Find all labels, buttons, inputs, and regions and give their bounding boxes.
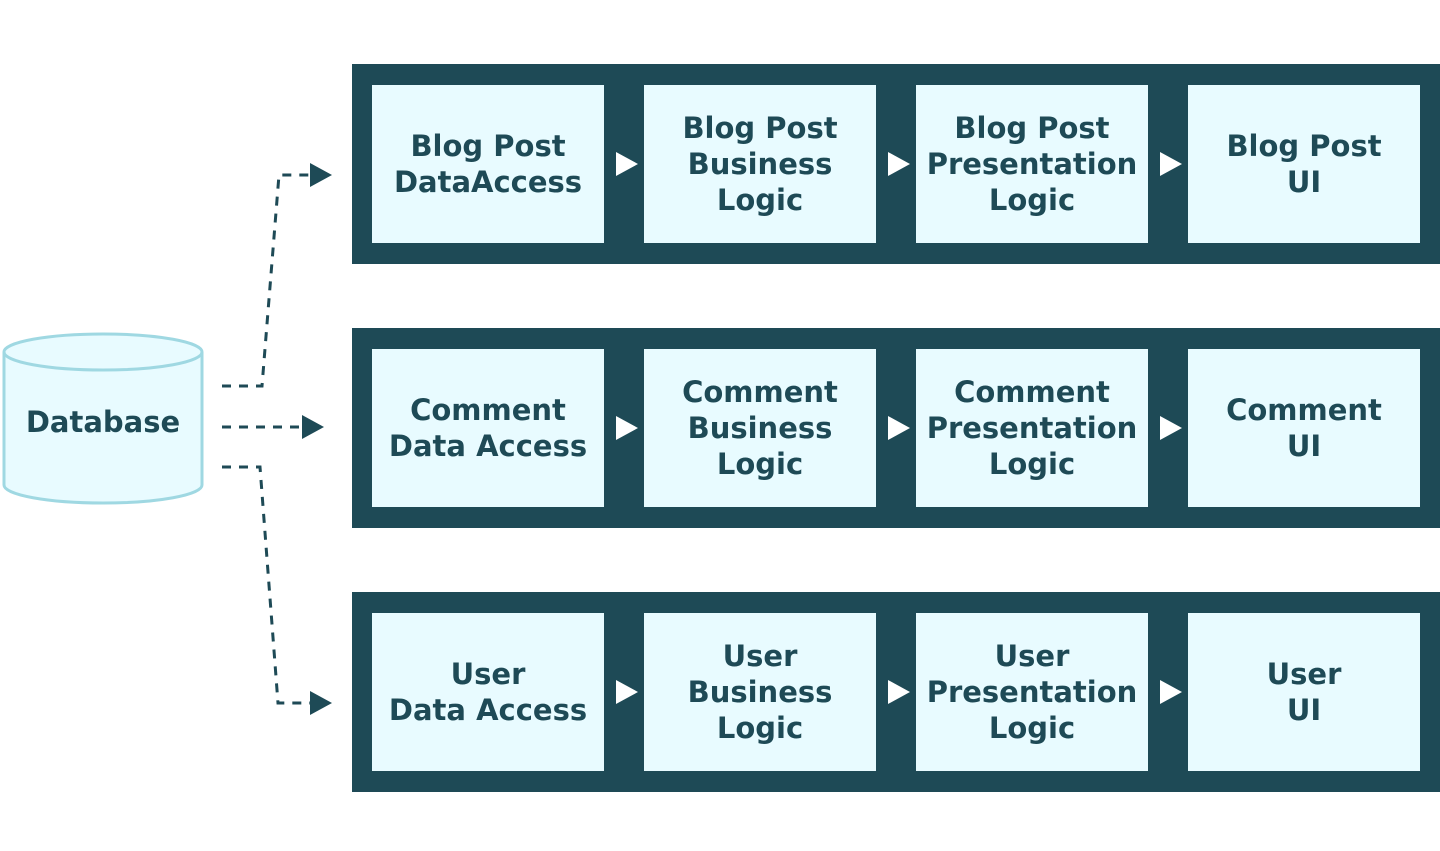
blog-post-data-access: Blog Post DataAccess: [372, 85, 604, 243]
user-pipeline: User Data Access User Business Logic Use…: [352, 592, 1440, 792]
arrowhead-icon: [310, 691, 332, 715]
database-icon: [2, 332, 204, 505]
blog-post-presentation-logic: Blog Post Presentation Logic: [916, 85, 1148, 243]
user-ui: User UI: [1188, 613, 1420, 771]
comment-presentation-logic: Comment Presentation Logic: [916, 349, 1148, 507]
arrow-right-icon: [616, 680, 638, 704]
arrow-right-icon: [1160, 416, 1182, 440]
arrow-right-icon: [888, 680, 910, 704]
connector-to-blog-post: [222, 163, 332, 388]
connector-to-comment: [222, 415, 324, 439]
blog-post-ui: Blog Post UI: [1188, 85, 1420, 243]
database-label: Database: [25, 405, 181, 439]
arrowhead-icon: [302, 415, 324, 439]
comment-ui: Comment UI: [1188, 349, 1420, 507]
user-business-logic: User Business Logic: [644, 613, 876, 771]
blog-post-business-logic: Blog Post Business Logic: [644, 85, 876, 243]
arrow-right-icon: [616, 416, 638, 440]
arrow-right-icon: [616, 152, 638, 176]
connector-to-user: [222, 465, 332, 715]
arrow-right-icon: [888, 152, 910, 176]
comment-data-access: Comment Data Access: [372, 349, 604, 507]
user-data-access: User Data Access: [372, 613, 604, 771]
comment-business-logic: Comment Business Logic: [644, 349, 876, 507]
arrow-right-icon: [888, 416, 910, 440]
arrow-right-icon: [1160, 152, 1182, 176]
comment-pipeline: Comment Data Access Comment Business Log…: [352, 328, 1440, 528]
blog-post-pipeline: Blog Post DataAccess Blog Post Business …: [352, 64, 1440, 264]
arrowhead-icon: [310, 163, 332, 187]
arrow-right-icon: [1160, 680, 1182, 704]
user-presentation-logic: User Presentation Logic: [916, 613, 1148, 771]
